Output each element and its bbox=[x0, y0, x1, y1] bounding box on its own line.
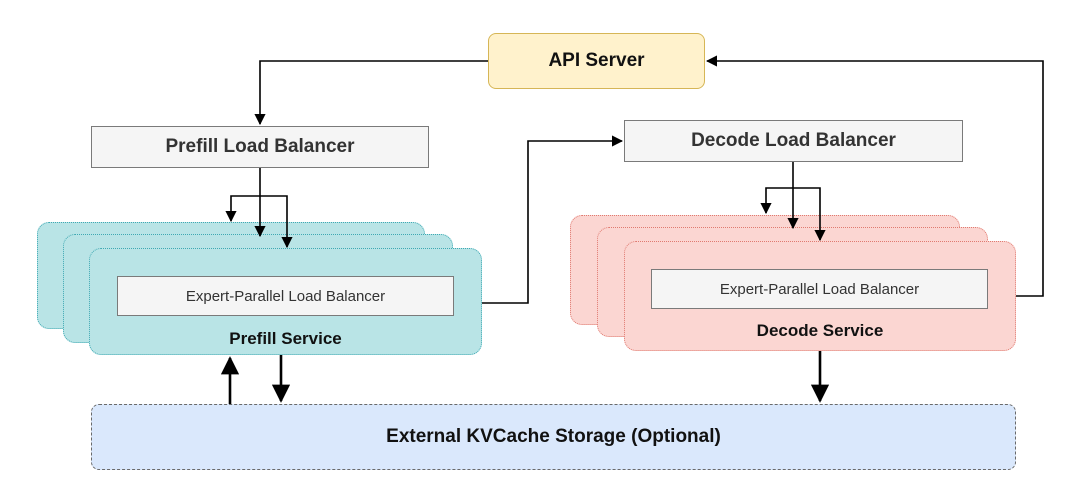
prefill-load-balancer-box: Prefill Load Balancer bbox=[91, 126, 429, 168]
arrow-prefill-lb-to-instance-1 bbox=[225, 195, 260, 223]
arrow-api-to-prefill-lb bbox=[254, 60, 488, 126]
api-server-box: API Server bbox=[488, 33, 705, 89]
decode-service-label: Decode Service bbox=[756, 321, 884, 340]
decode-load-balancer-box: Decode Load Balancer bbox=[624, 120, 963, 162]
decode-eplb: Expert-Parallel Load Balancer bbox=[651, 269, 988, 309]
prefill-service-label: Prefill Service bbox=[229, 329, 342, 348]
prefill-eplb: Expert-Parallel Load Balancer bbox=[117, 276, 454, 316]
arrow-decode-lb-to-instance-1 bbox=[760, 187, 793, 215]
kvcache-storage-box: External KVCache Storage (Optional) bbox=[91, 404, 1016, 470]
